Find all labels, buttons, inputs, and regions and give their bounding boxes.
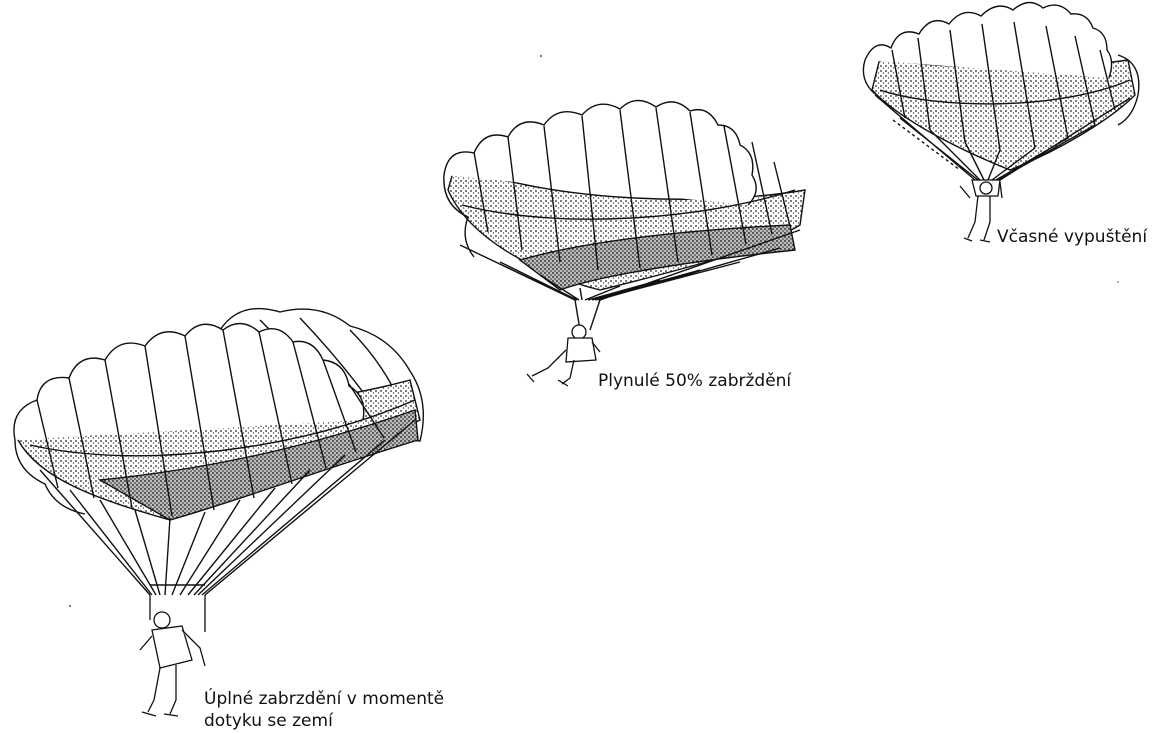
parachute-half-brake <box>444 100 805 330</box>
jumper-full-brake <box>140 595 205 716</box>
label-full-brake-line1: Úplné zabrzdění v momentě <box>204 688 444 710</box>
jumper-early-release <box>960 180 1002 242</box>
parachute-early-release <box>863 2 1138 180</box>
jumper-half-brake <box>527 325 600 386</box>
label-full-brake-line2: dotyku se zemí <box>204 710 333 732</box>
label-half-brake: Plynulé 50% zabrždění <box>598 370 791 392</box>
label-early-release: Včasné vypuštění <box>997 226 1147 248</box>
parachute-full-brake <box>14 309 423 595</box>
